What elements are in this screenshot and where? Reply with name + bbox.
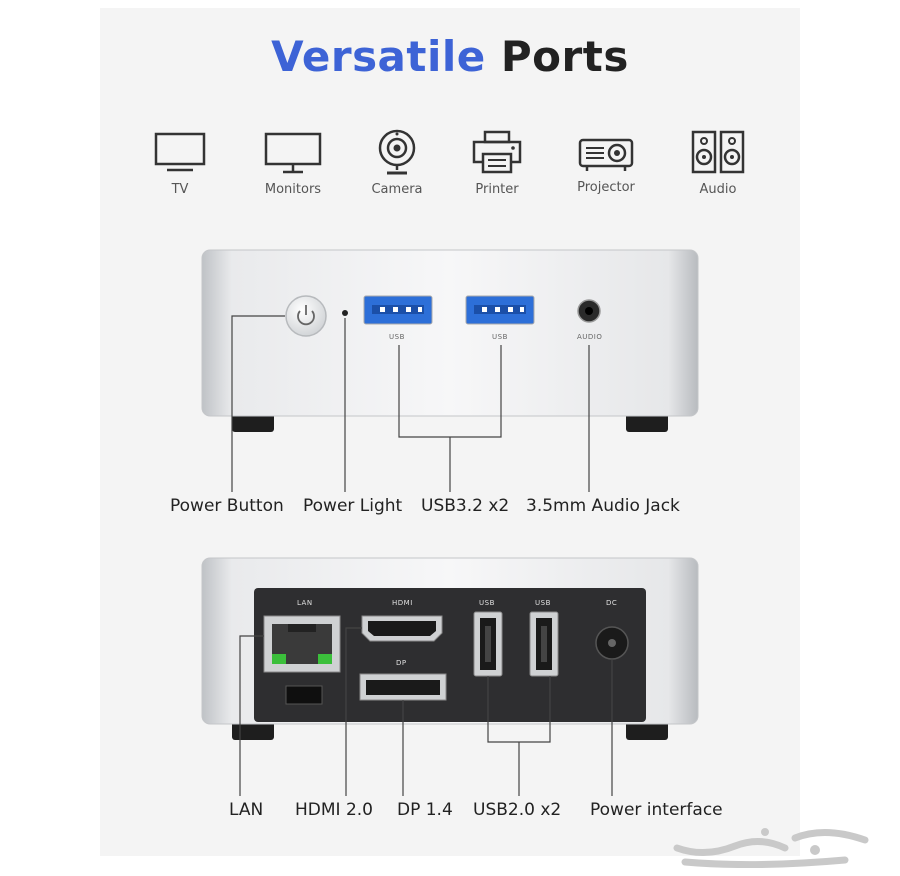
back-usb-port-1 [473, 611, 503, 677]
camera-icon [378, 129, 416, 175]
back-dp-label: DP [396, 659, 407, 667]
device-projector: Projector [551, 136, 661, 195]
power-icon [297, 310, 315, 326]
callout-power-light: Power Light [303, 496, 403, 516]
device-printer: Printer [442, 130, 552, 197]
callout-dp: DP 1.4 [397, 800, 453, 820]
callout-hdmi: HDMI 2.0 [295, 800, 373, 820]
watermark-logo [673, 828, 869, 868]
lan-port [263, 615, 341, 673]
callout-usb32: USB3.2 x2 [421, 496, 510, 516]
device-label: TV [171, 182, 189, 197]
monitor-icon [264, 132, 322, 174]
device-audio: Audio [663, 130, 773, 197]
back-usb-label-1: USB [479, 599, 495, 607]
front-usb-label-1: USB [389, 333, 405, 341]
power-light [342, 310, 348, 316]
device-tv: TV [125, 132, 235, 197]
callout-power-interface: Power interface [590, 800, 723, 820]
page-title: Versatile Ports [0, 32, 900, 81]
back-panel [201, 557, 699, 796]
front-chassis [201, 249, 699, 417]
projector-icon [578, 138, 634, 171]
back-hdmi-label: HDMI [392, 599, 413, 607]
device-label: Projector [577, 180, 635, 195]
back-usb-port-2 [529, 611, 559, 677]
title-rest: Ports [500, 32, 629, 81]
device-camera: Camera [342, 128, 452, 197]
speaker-icon [691, 130, 745, 174]
front-usb-label-2: USB [492, 333, 508, 341]
device-label: Printer [475, 182, 519, 197]
front-audio-label: AUDIO [577, 333, 603, 341]
front-usb-port-2 [465, 295, 535, 325]
kensington-slot [285, 685, 323, 705]
title-accent: Versatile [271, 32, 486, 81]
callout-audio-jack: 3.5mm Audio Jack [526, 496, 680, 516]
back-dc-label: DC [606, 599, 618, 607]
device-monitors: Monitors [238, 132, 348, 197]
device-label: Monitors [264, 182, 322, 197]
dp-port [359, 673, 447, 701]
callout-lan: LAN [229, 800, 264, 820]
hdmi-port [361, 615, 443, 642]
front-usb-port-1 [363, 295, 433, 325]
front-panel [201, 249, 699, 492]
back-usb-label-2: USB [535, 599, 551, 607]
device-label: Audio [699, 182, 737, 197]
callout-power-button: Power Button [170, 496, 284, 516]
printer-icon [472, 130, 522, 174]
tv-icon [154, 132, 206, 172]
power-button [285, 295, 327, 337]
device-label: Camera [371, 182, 423, 197]
back-lan-label: LAN [297, 599, 313, 607]
callout-usb20: USB2.0 x2 [473, 800, 562, 820]
